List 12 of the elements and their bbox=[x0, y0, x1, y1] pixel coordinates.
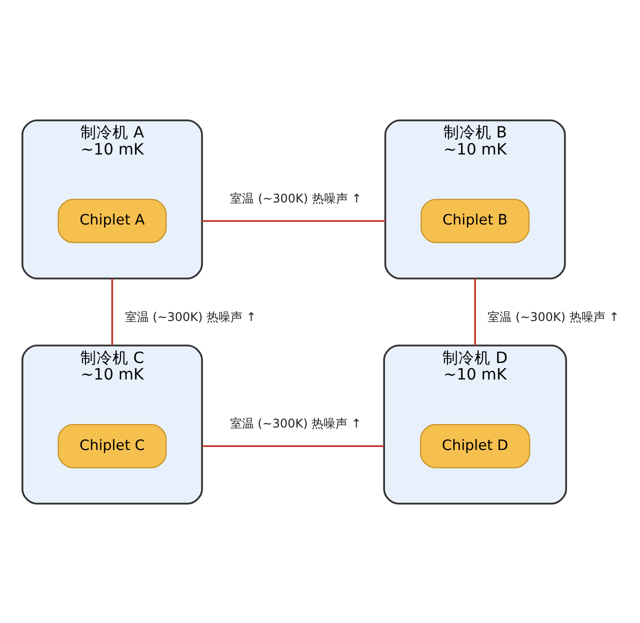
node-box: Chiplet A bbox=[58, 198, 167, 243]
connector bbox=[474, 278, 476, 346]
edge-label: 室温 (~300K) 热噪声 ↑ bbox=[230, 190, 362, 205]
node-box: Chiplet C bbox=[58, 423, 167, 468]
edge-label: 室温 (~300K) 热噪声 ↑ bbox=[124, 309, 256, 324]
node-box: Chiplet D bbox=[420, 423, 530, 468]
connector bbox=[202, 220, 386, 222]
node-box: Chiplet B bbox=[420, 198, 530, 243]
edge-label: 室温 (~300K) 热噪声 ↑ bbox=[488, 309, 620, 324]
connector bbox=[111, 278, 114, 346]
edge-label: 室温 (~300K) 热噪声 ↑ bbox=[230, 416, 362, 430]
connector bbox=[202, 444, 384, 447]
